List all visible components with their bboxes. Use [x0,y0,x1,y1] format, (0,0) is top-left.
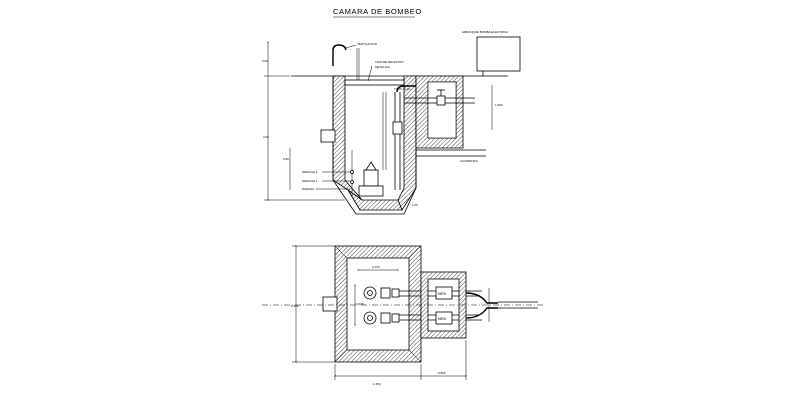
pump-base [358,185,384,197]
riser-joint [392,121,403,135]
panel-label: ARRANQUE BOMBA ELECTRICA [462,30,508,34]
plan-diag-2 [408,245,422,259]
plan-diag-4 [408,349,422,363]
cover-slab [344,79,405,86]
pump-body [363,169,379,187]
inlet-stub [320,129,336,143]
plan-coupling-2 [380,312,391,324]
plan-fitting-2 [391,313,400,323]
vent-leader [345,44,357,49]
chamber-left-wall [332,75,363,212]
plan-check-valve-1 [435,286,453,300]
valve-box-inner [427,81,457,139]
plan-pump-2-core [367,315,373,321]
outlet-label: ACOMETIDA [460,159,478,163]
chamber-right-wall [397,75,417,211]
drawing-title: CAMARA DE BOMBEO [333,7,422,16]
cover-label: TAPA DE REGISTRO [375,60,404,64]
plan-total-width: 1.450 [373,382,381,386]
gate-valve [436,95,446,106]
tube-guide-label: TUBO GUIA [394,87,411,91]
plan-wye-top [465,292,498,304]
dim-valve-height: 1.000 [495,103,503,107]
plan-inner-width: 0.700 [372,265,380,269]
plan-inner-depth: 0.700 [356,302,364,306]
side-mark: 1.00 [412,203,418,207]
chamber-bottom [347,189,403,211]
cover-label-sub: METALICA [375,65,390,69]
float-switch-2 [350,180,354,184]
plan-view: 0.700 0.700 NRV NRV [262,246,545,386]
stop-label: PARADA [302,187,314,191]
cover-leader [367,65,373,82]
plan-valve-box-width: 0.850 [438,371,446,375]
control-panel [476,36,521,72]
plan-coupling-1 [380,287,391,299]
pump-head [365,161,377,171]
plan-pump-1-core [367,290,373,296]
plan-valve-2-label: NRV [438,316,447,321]
section-view: 0.00 3.00 0.80 VENTILACION TAPA DE REGIS… [262,30,521,215]
float-switch-1 [350,170,354,174]
riser-elbow [396,85,416,93]
chamber-outline [332,76,417,215]
plan-fitting-1 [391,288,400,298]
plan-valve-1-label: NRV [438,291,447,296]
start1-label: MARCHA 1 [302,179,318,183]
vent-label: VENTILACION [357,42,377,46]
plan-wye-bot [465,307,498,319]
vent-pipe [332,44,347,66]
dim-top-level: 0.00 [262,59,268,63]
plan-inlet [322,296,338,312]
dim-inner-height: 0.80 [283,157,289,161]
plan-total-depth: 1.300 [291,304,299,308]
plan-diag-1 [334,245,348,259]
start2-label: MARCHA 2 [302,170,318,174]
plan-diag-3 [334,349,348,363]
plan-chamber-inner [346,257,410,351]
dim-total-height: 3.00 [263,135,269,139]
plan-check-valve-2 [435,311,453,325]
